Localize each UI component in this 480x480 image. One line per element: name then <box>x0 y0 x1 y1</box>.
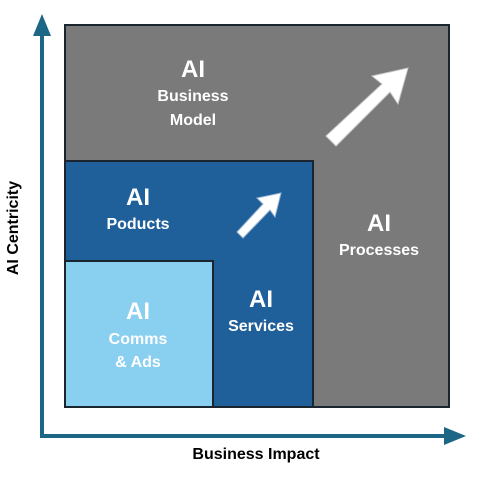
large-up-right-arrow-icon <box>325 67 409 147</box>
business-model-line1: Business <box>157 88 229 105</box>
comms-ads-box <box>64 260 214 408</box>
business-model-line2: Model <box>169 112 217 129</box>
comms-line2: & Ads <box>115 354 161 371</box>
comms-title: AI <box>126 298 150 325</box>
x-axis-label: Business Impact <box>192 446 320 463</box>
processes-title: AI <box>367 210 391 237</box>
processes-line1: Processes <box>338 242 420 259</box>
products-title: AI <box>126 184 150 211</box>
products-line1: Poducts <box>106 216 170 233</box>
small-up-right-arrow-icon <box>236 192 282 239</box>
services-line1: Services <box>228 318 294 335</box>
x-axis-line <box>40 434 446 438</box>
business-model-title: AI <box>181 56 205 83</box>
y-axis-line <box>40 34 44 438</box>
comms-line1: Comms <box>108 331 168 348</box>
x-axis-arrowhead-icon <box>444 427 466 445</box>
y-axis-arrowhead-icon <box>33 14 51 36</box>
services-title: AI <box>249 286 273 313</box>
y-axis-label: AI Centricity <box>5 180 22 276</box>
